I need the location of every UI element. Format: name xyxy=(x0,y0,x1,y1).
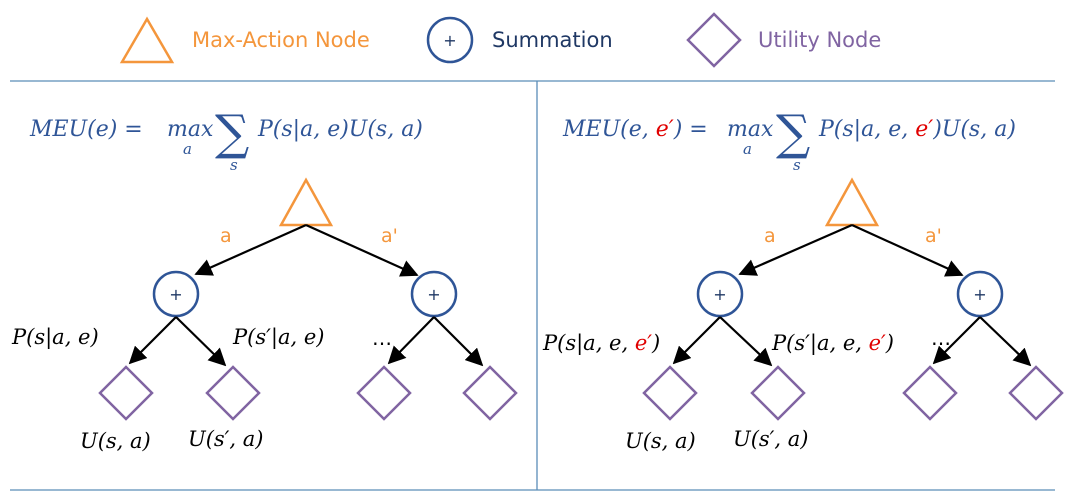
right-utility-node-s xyxy=(642,365,698,421)
right-eq-max: max xyxy=(727,117,774,142)
left-eq-sigma: ∑ xyxy=(215,105,249,161)
right-prob-s-label: P(s|a, e, e′) xyxy=(542,331,660,356)
left-prob-s-prime-label: P(s′|a, e) xyxy=(232,325,324,350)
right-summation-node-a xyxy=(696,270,744,318)
left-edge-a xyxy=(194,223,307,276)
right-prob-s-pre: P(s|a, e, xyxy=(542,331,635,356)
left-edge-a-label: a xyxy=(220,225,232,247)
left-eq-sigma-sub: s xyxy=(230,156,238,174)
right-eq-lhs-evidence: e′ xyxy=(656,117,674,142)
right-prob-s-prime-label: P(s′|a, e, e′) xyxy=(771,331,894,356)
right-eq-sigma-sub: s xyxy=(793,156,801,174)
right-eq-rhs-post: )U(s, a) xyxy=(932,117,1016,142)
left-edge-s xyxy=(128,316,177,365)
right-utility-node-s-prime-2 xyxy=(1008,365,1064,421)
right-eq-max-sub: a xyxy=(743,140,752,158)
left-utility-s-label: U(s, a) xyxy=(80,429,151,453)
legend: Max-Action Node + Summation Utility Node xyxy=(119,12,881,68)
summation-legend-icon xyxy=(426,16,474,64)
left-edge-a-prime xyxy=(305,223,419,277)
right-eq-sigma: ∑ xyxy=(776,105,810,161)
right-edge-a-prime-label: a' xyxy=(925,225,942,247)
right-max-action-node xyxy=(824,177,880,227)
right-eq-rhs-pre: P(s|a, e, xyxy=(818,117,915,142)
left-equation: MEU(e) = max a ∑ s P(s|a, e)U(s, a) xyxy=(29,105,423,174)
right-eq-rhs: P(s|a, e, e′)U(s, a) xyxy=(818,117,1016,142)
right-utility-s-label: U(s, a) xyxy=(625,429,696,453)
right-prob-s-post: ) xyxy=(651,331,660,355)
left-plus-a-prime: + xyxy=(427,285,440,304)
left-plus-a: + xyxy=(169,285,182,304)
left-prob-s-label: P(s|a, e) xyxy=(11,325,99,350)
right-eq-lhs-post: ) = xyxy=(673,117,708,142)
right-panel: MEU(e, e′) = max a ∑ s P(s|a, e, e′)U(s,… xyxy=(542,105,1064,453)
right-prob-s-prime-evidence: e′ xyxy=(869,331,886,355)
right-utility-node-s-prime xyxy=(750,365,806,421)
left-summation-node-a-prime xyxy=(410,270,458,318)
left-ellipsis: … xyxy=(372,326,392,350)
right-plus-a: + xyxy=(713,285,726,304)
left-utility-node-s xyxy=(98,365,154,421)
right-ellipsis: … xyxy=(931,326,951,350)
right-utility-s-prime-label: U(s′, a) xyxy=(733,427,809,451)
right-tree: a a' + + P(s|a, e, e′) P(s′|a, e, e′) … xyxy=(542,177,1064,453)
right-prob-s-prime-post: ) xyxy=(885,331,894,355)
legend-utility-label: Utility Node xyxy=(758,28,881,52)
right-eq-rhs-evidence: e′ xyxy=(915,117,933,142)
right-utility-node-s-2 xyxy=(902,365,958,421)
legend-max-action-label: Max-Action Node xyxy=(192,28,370,52)
right-prob-s-evidence: e′ xyxy=(635,331,652,355)
left-edge-s-prime-2 xyxy=(433,316,484,367)
left-summation-node-a xyxy=(152,270,200,318)
left-edge-a-prime-label: a' xyxy=(381,225,398,247)
left-edge-s-prime xyxy=(175,316,227,367)
right-equation: MEU(e, e′) = max a ∑ s P(s|a, e, e′)U(s,… xyxy=(562,105,1016,174)
right-prob-s-prime-pre: P(s′|a, e, xyxy=(771,331,869,356)
right-edge-a xyxy=(738,223,853,276)
right-edge-s-2 xyxy=(932,316,981,365)
left-edge-s-2 xyxy=(387,316,435,365)
right-edge-s xyxy=(672,316,721,365)
right-summation-node-a-prime xyxy=(956,270,1004,318)
right-plus-a-prime: + xyxy=(973,285,986,304)
left-eq-max: max xyxy=(167,117,214,142)
left-tree: a a' + + P(s|a, e) P(s′|a, e) … U(s, a) … xyxy=(11,177,518,453)
legend-plus-symbol: + xyxy=(443,31,456,50)
utility-legend-icon xyxy=(686,12,742,68)
left-eq-max-sub: a xyxy=(183,140,192,158)
max-action-legend-icon xyxy=(119,16,175,64)
right-edge-a-label: a xyxy=(764,225,776,247)
left-utility-node-s-prime xyxy=(205,365,261,421)
left-utility-s-prime-label: U(s′, a) xyxy=(188,427,264,451)
left-utility-node-s-2 xyxy=(356,365,412,421)
right-edge-s-prime xyxy=(719,316,773,367)
legend-summation-label: Summation xyxy=(492,28,613,52)
right-eq-lhs: MEU(e, e′) = xyxy=(562,117,708,142)
right-eq-lhs-pre: MEU(e, xyxy=(562,117,656,142)
right-edge-s-prime-2 xyxy=(979,316,1032,367)
right-edge-a-prime xyxy=(851,223,964,277)
left-eq-rhs: P(s|a, e)U(s, a) xyxy=(257,117,423,142)
left-utility-node-s-prime-2 xyxy=(462,365,518,421)
left-eq-lhs: MEU(e) = xyxy=(29,117,143,142)
left-max-action-node xyxy=(278,177,334,227)
left-panel: MEU(e) = max a ∑ s P(s|a, e)U(s, a) a a'… xyxy=(11,105,518,453)
